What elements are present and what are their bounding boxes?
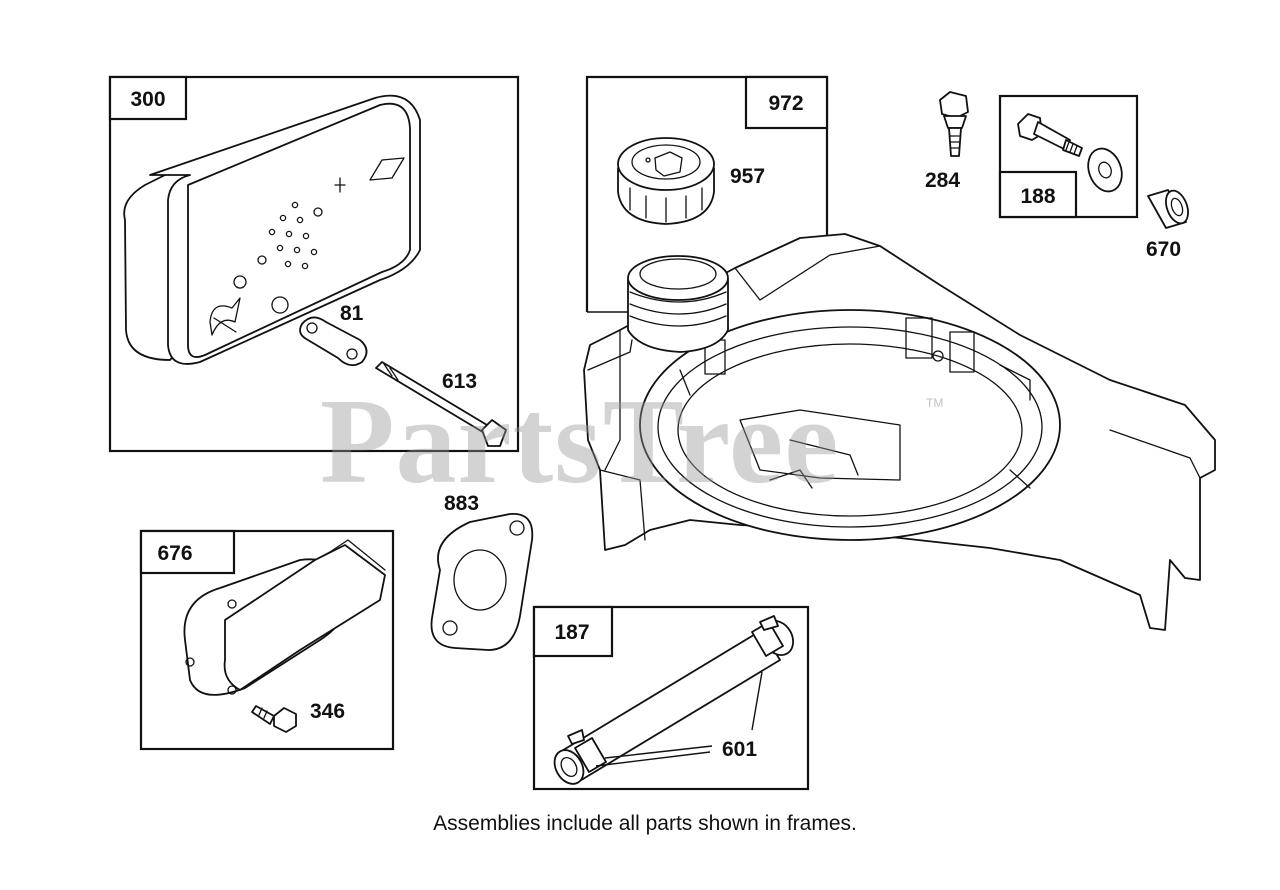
leader-601-c xyxy=(595,751,711,767)
part-284-bolt xyxy=(939,91,969,157)
blower-housing xyxy=(583,233,1216,631)
frame-972: 972 xyxy=(585,75,829,313)
part-81-shim xyxy=(299,316,368,367)
part-number-676: 676 xyxy=(157,542,192,565)
muffler xyxy=(123,94,421,365)
part-670-spacer xyxy=(1147,189,1189,229)
part-number-601: 601 xyxy=(722,738,757,761)
leader-601-b xyxy=(604,745,713,759)
part-number-670: 670 xyxy=(1146,238,1181,261)
part-613-bolt xyxy=(375,361,507,447)
part-number-972: 972 xyxy=(768,92,803,115)
part-346-screw xyxy=(251,705,297,733)
part-number-188: 188 xyxy=(1020,185,1055,208)
muffler-vent-holes xyxy=(257,201,323,270)
part-number-187: 187 xyxy=(554,621,589,644)
part-number-883: 883 xyxy=(444,492,479,515)
frame-676: 676 xyxy=(139,529,395,751)
frame-300: 300 xyxy=(108,75,520,453)
part-601-clamp-bottom xyxy=(567,729,607,773)
part-number-284: 284 xyxy=(925,169,960,192)
part-883-gasket xyxy=(430,513,534,651)
part-188-washer xyxy=(1087,147,1123,193)
part-number-300: 300 xyxy=(130,88,165,111)
part-number-81: 81 xyxy=(340,302,364,325)
part-188-shoulder-bolt xyxy=(1017,113,1083,157)
diagram-caption: Assemblies include all parts shown in fr… xyxy=(433,812,857,835)
part-676-muffler-guard xyxy=(183,539,386,696)
part-number-346: 346 xyxy=(310,700,345,723)
part-number-613: 613 xyxy=(442,370,477,393)
part-957-fuel-cap xyxy=(617,137,715,225)
watermark-trademark: TM xyxy=(926,396,944,410)
frame-187: 187 xyxy=(532,605,810,791)
leader-601-a xyxy=(751,671,763,731)
part-number-957: 957 xyxy=(730,165,765,188)
part-601-clamp-top xyxy=(751,615,784,657)
frame-188: 188 xyxy=(998,94,1139,219)
